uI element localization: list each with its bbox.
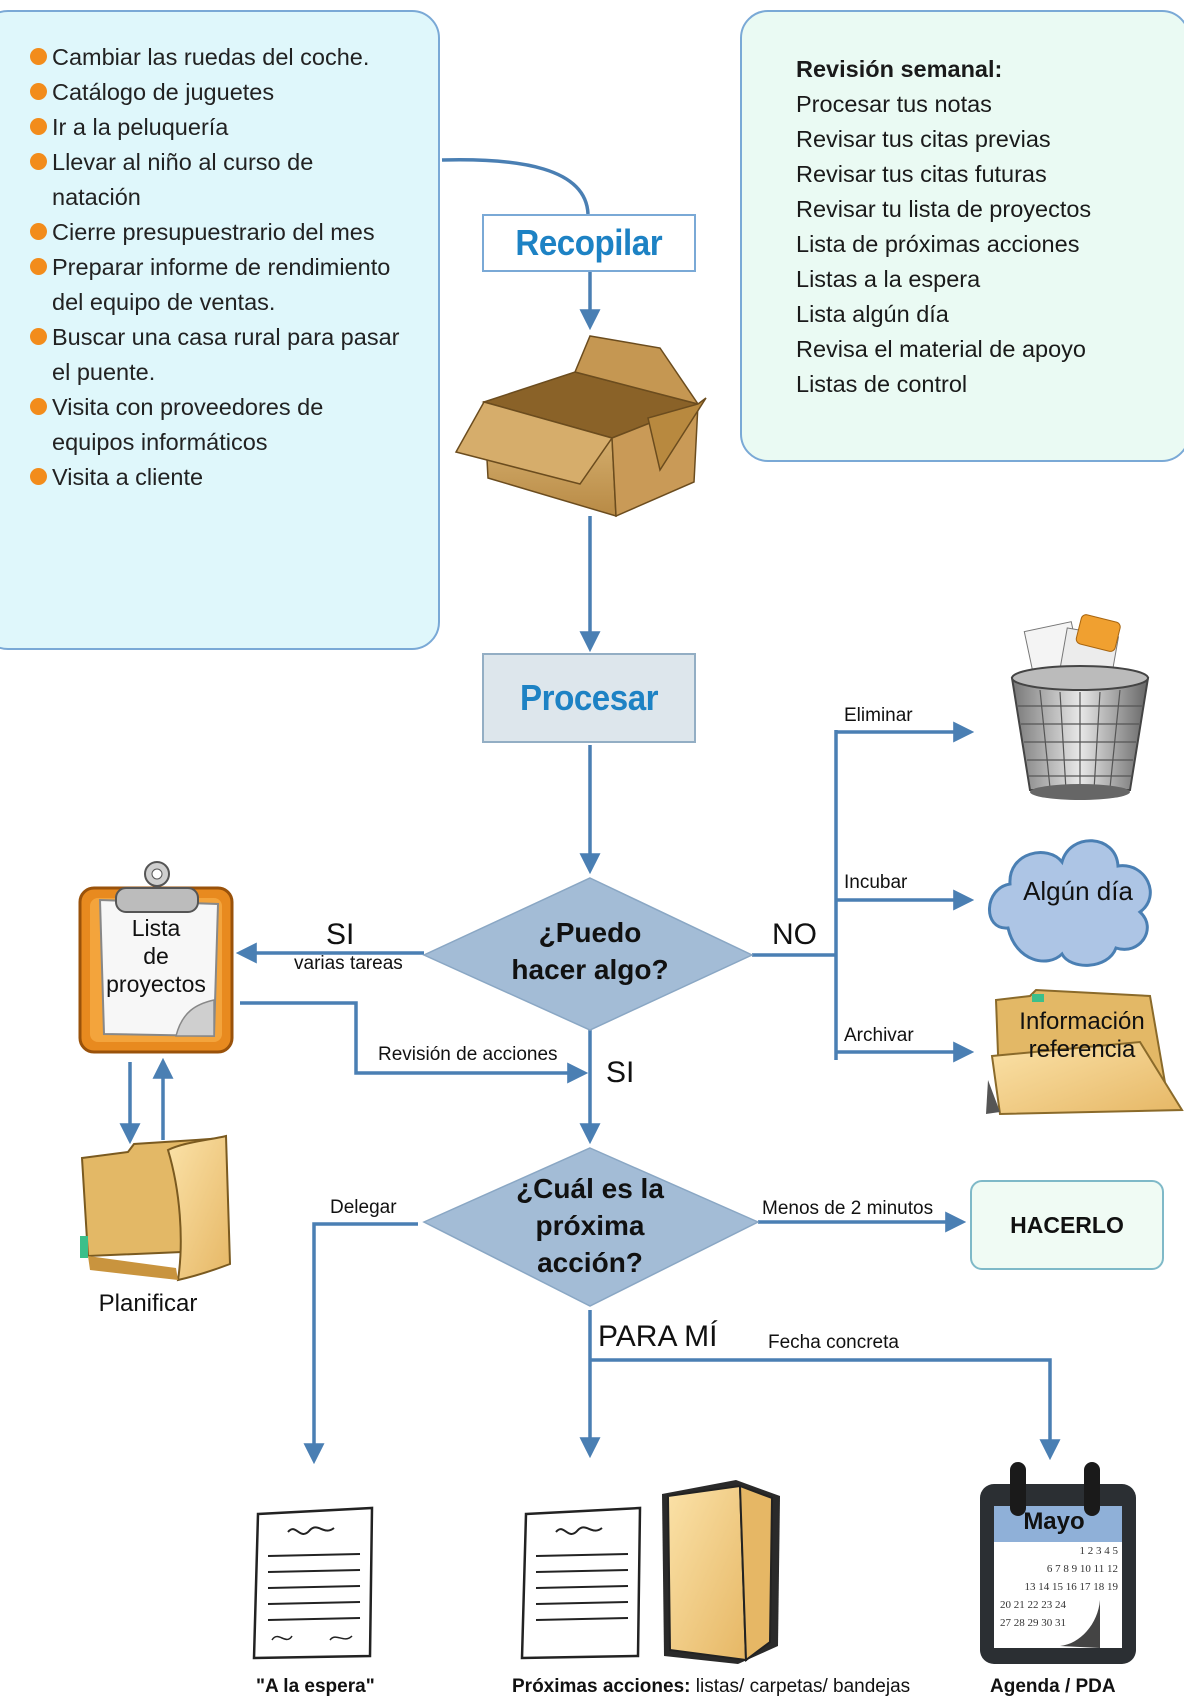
inbox-item: Llevar al niño al curso de natación xyxy=(30,145,407,215)
review-actions-label: Revisión de acciones xyxy=(378,1044,558,1065)
decision-can-act-line2: hacer algo? xyxy=(511,954,669,985)
project-list-text: Lista de proyectos xyxy=(96,914,216,998)
someday-label: Algún día xyxy=(1023,876,1133,906)
next-actions-caption-bold: Próximas acciones: xyxy=(512,1676,691,1697)
inbox-item: Visita con proveedores de equipos inform… xyxy=(30,390,407,460)
next-actions-caption-rest: listas/ carpetas/ bandejas xyxy=(690,1676,911,1697)
arrow-delegate xyxy=(303,1222,418,1465)
decision-can-act-text: ¿Puedo hacer algo? xyxy=(480,914,700,988)
project-list-line3: proyectos xyxy=(106,971,206,997)
review-item: Listas a la espera xyxy=(796,266,981,292)
decision-next-action-line1: ¿Cuál es la xyxy=(516,1173,664,1204)
waiting-caption: "A la espera" xyxy=(256,1676,375,1697)
calendar-days: 1 2 3 4 5 6 7 8 9 10 11 12 13 14 15 16 1… xyxy=(998,1542,1118,1632)
bullet-icon xyxy=(30,398,47,415)
waiting-document-icon xyxy=(252,1506,374,1660)
inbox-item: Cierre presupuestrario del mes xyxy=(30,215,407,250)
review-item: Listas de control xyxy=(796,371,968,397)
reference-line2: referencia xyxy=(1028,1036,1136,1063)
for-me-label: PARA MÍ xyxy=(598,1320,718,1353)
flow-arrows xyxy=(119,158,1061,1465)
multiple-tasks-label: varias tareas xyxy=(294,953,403,974)
inbox-item: Catálogo de juguetes xyxy=(30,75,407,110)
reference-text: Información referencia xyxy=(1004,1008,1160,1064)
bullet-icon xyxy=(30,468,47,485)
bullet-icon xyxy=(30,153,47,170)
inbox-box-icon xyxy=(454,335,707,518)
calendar-row: 6 7 8 9 10 11 12 xyxy=(1046,1563,1118,1575)
bullet-icon xyxy=(30,328,47,345)
decision-can-act-line1: ¿Puedo xyxy=(538,917,642,948)
collect-stage-box: Recopilar xyxy=(482,214,696,272)
review-item: Revisa el material de apoyo xyxy=(796,336,1086,362)
review-item: Lista algún día xyxy=(796,301,949,327)
project-list-clipboard-icon xyxy=(78,861,234,1054)
review-item: Procesar tus notas xyxy=(796,91,992,117)
specific-date-label: Fecha concreta xyxy=(768,1332,899,1353)
arrow-tasks-to-collect xyxy=(441,158,590,215)
decision-next-action-line2: próxima xyxy=(535,1210,645,1241)
weekly-review-title: Revisión semanal: xyxy=(796,56,1003,82)
bullet-icon xyxy=(30,223,47,240)
calendar-row: 13 14 15 16 17 18 19 xyxy=(1024,1581,1119,1593)
delete-label: Eliminar xyxy=(844,705,913,726)
collect-stage-label: Recopilar xyxy=(515,222,663,263)
inbox-items-panel: Cambiar las ruedas del coche. Catálogo d… xyxy=(0,10,440,650)
bullet-icon xyxy=(30,118,47,135)
weekly-review-panel: Revisión semanal: Procesar tus notas Rev… xyxy=(740,10,1184,462)
do-it-box: HACERLO xyxy=(970,1180,1164,1270)
project-list-line1: Lista xyxy=(131,915,181,941)
delegate-label: Delegar xyxy=(330,1197,397,1218)
decision-next-action-line3: acción? xyxy=(537,1247,643,1278)
decision-can-act-diamond xyxy=(422,877,754,1031)
inbox-item: Preparar informe de rendimiento del equi… xyxy=(30,250,407,320)
inbox-item: Buscar una casa rural para pasar el puen… xyxy=(30,320,407,390)
arrow-review-actions xyxy=(240,1001,589,1084)
calendar-row: 20 21 22 23 24 xyxy=(1000,1599,1066,1611)
next-actions-folder-icon xyxy=(662,1480,780,1664)
inbox-item: Visita a cliente xyxy=(30,460,407,495)
process-stage-box: Procesar xyxy=(482,653,696,743)
bullet-icon xyxy=(30,258,47,275)
plan-folder-icon xyxy=(80,1134,232,1282)
weekly-review-items: Procesar tus notas Revisar tus citas pre… xyxy=(796,87,1184,402)
calendar-month: Mayo xyxy=(1023,1508,1085,1535)
yes-left-label: SI xyxy=(326,918,355,951)
reference-folder-icon xyxy=(986,988,1184,1116)
decision-next-action-diamond xyxy=(422,1147,760,1307)
archive-label: Archivar xyxy=(844,1025,914,1046)
someday-cloud-icon xyxy=(988,839,1152,967)
under-two-minutes-label: Menos de 2 minutos xyxy=(762,1198,934,1219)
next-actions-caption: Próximas acciones: listas/ carpetas/ ban… xyxy=(512,1676,910,1698)
trash-icon xyxy=(1010,614,1150,800)
next-actions-document-icon xyxy=(520,1506,642,1660)
no-label: NO xyxy=(772,918,817,951)
weekly-review-list: Revisión semanal: Procesar tus notas Rev… xyxy=(796,52,1184,402)
inbox-item: Cambiar las ruedas del coche. xyxy=(30,40,407,75)
yes-down-label: SI xyxy=(606,1056,635,1089)
bullet-icon xyxy=(30,83,47,100)
project-list-line2: de xyxy=(143,943,169,969)
review-item: Revisar tus citas futuras xyxy=(796,161,1047,187)
decision-next-action-text: ¿Cuál es la próxima acción? xyxy=(480,1170,700,1281)
calendar-row: 27 28 29 30 31 xyxy=(1000,1617,1066,1629)
plan-label: Planificar xyxy=(98,1290,198,1317)
agenda-caption: Agenda / PDA xyxy=(990,1676,1116,1697)
review-item: Revisar tu lista de proyectos xyxy=(796,196,1092,222)
agenda-calendar-icon xyxy=(980,1462,1136,1664)
arrow-specific-date xyxy=(590,1358,1061,1461)
inbox-item: Ir a la peluquería xyxy=(30,110,407,145)
process-stage-label: Procesar xyxy=(519,677,659,718)
inbox-items-list: Cambiar las ruedas del coche. Catálogo d… xyxy=(30,40,407,495)
incubate-label: Incubar xyxy=(844,872,908,893)
review-item: Revisar tus citas previas xyxy=(796,126,1051,152)
calendar-row: 1 2 3 4 5 xyxy=(1079,1545,1119,1557)
review-item: Lista de próximas acciones xyxy=(796,231,1080,257)
reference-line1: Información xyxy=(1019,1008,1145,1035)
bullet-icon xyxy=(30,48,47,65)
